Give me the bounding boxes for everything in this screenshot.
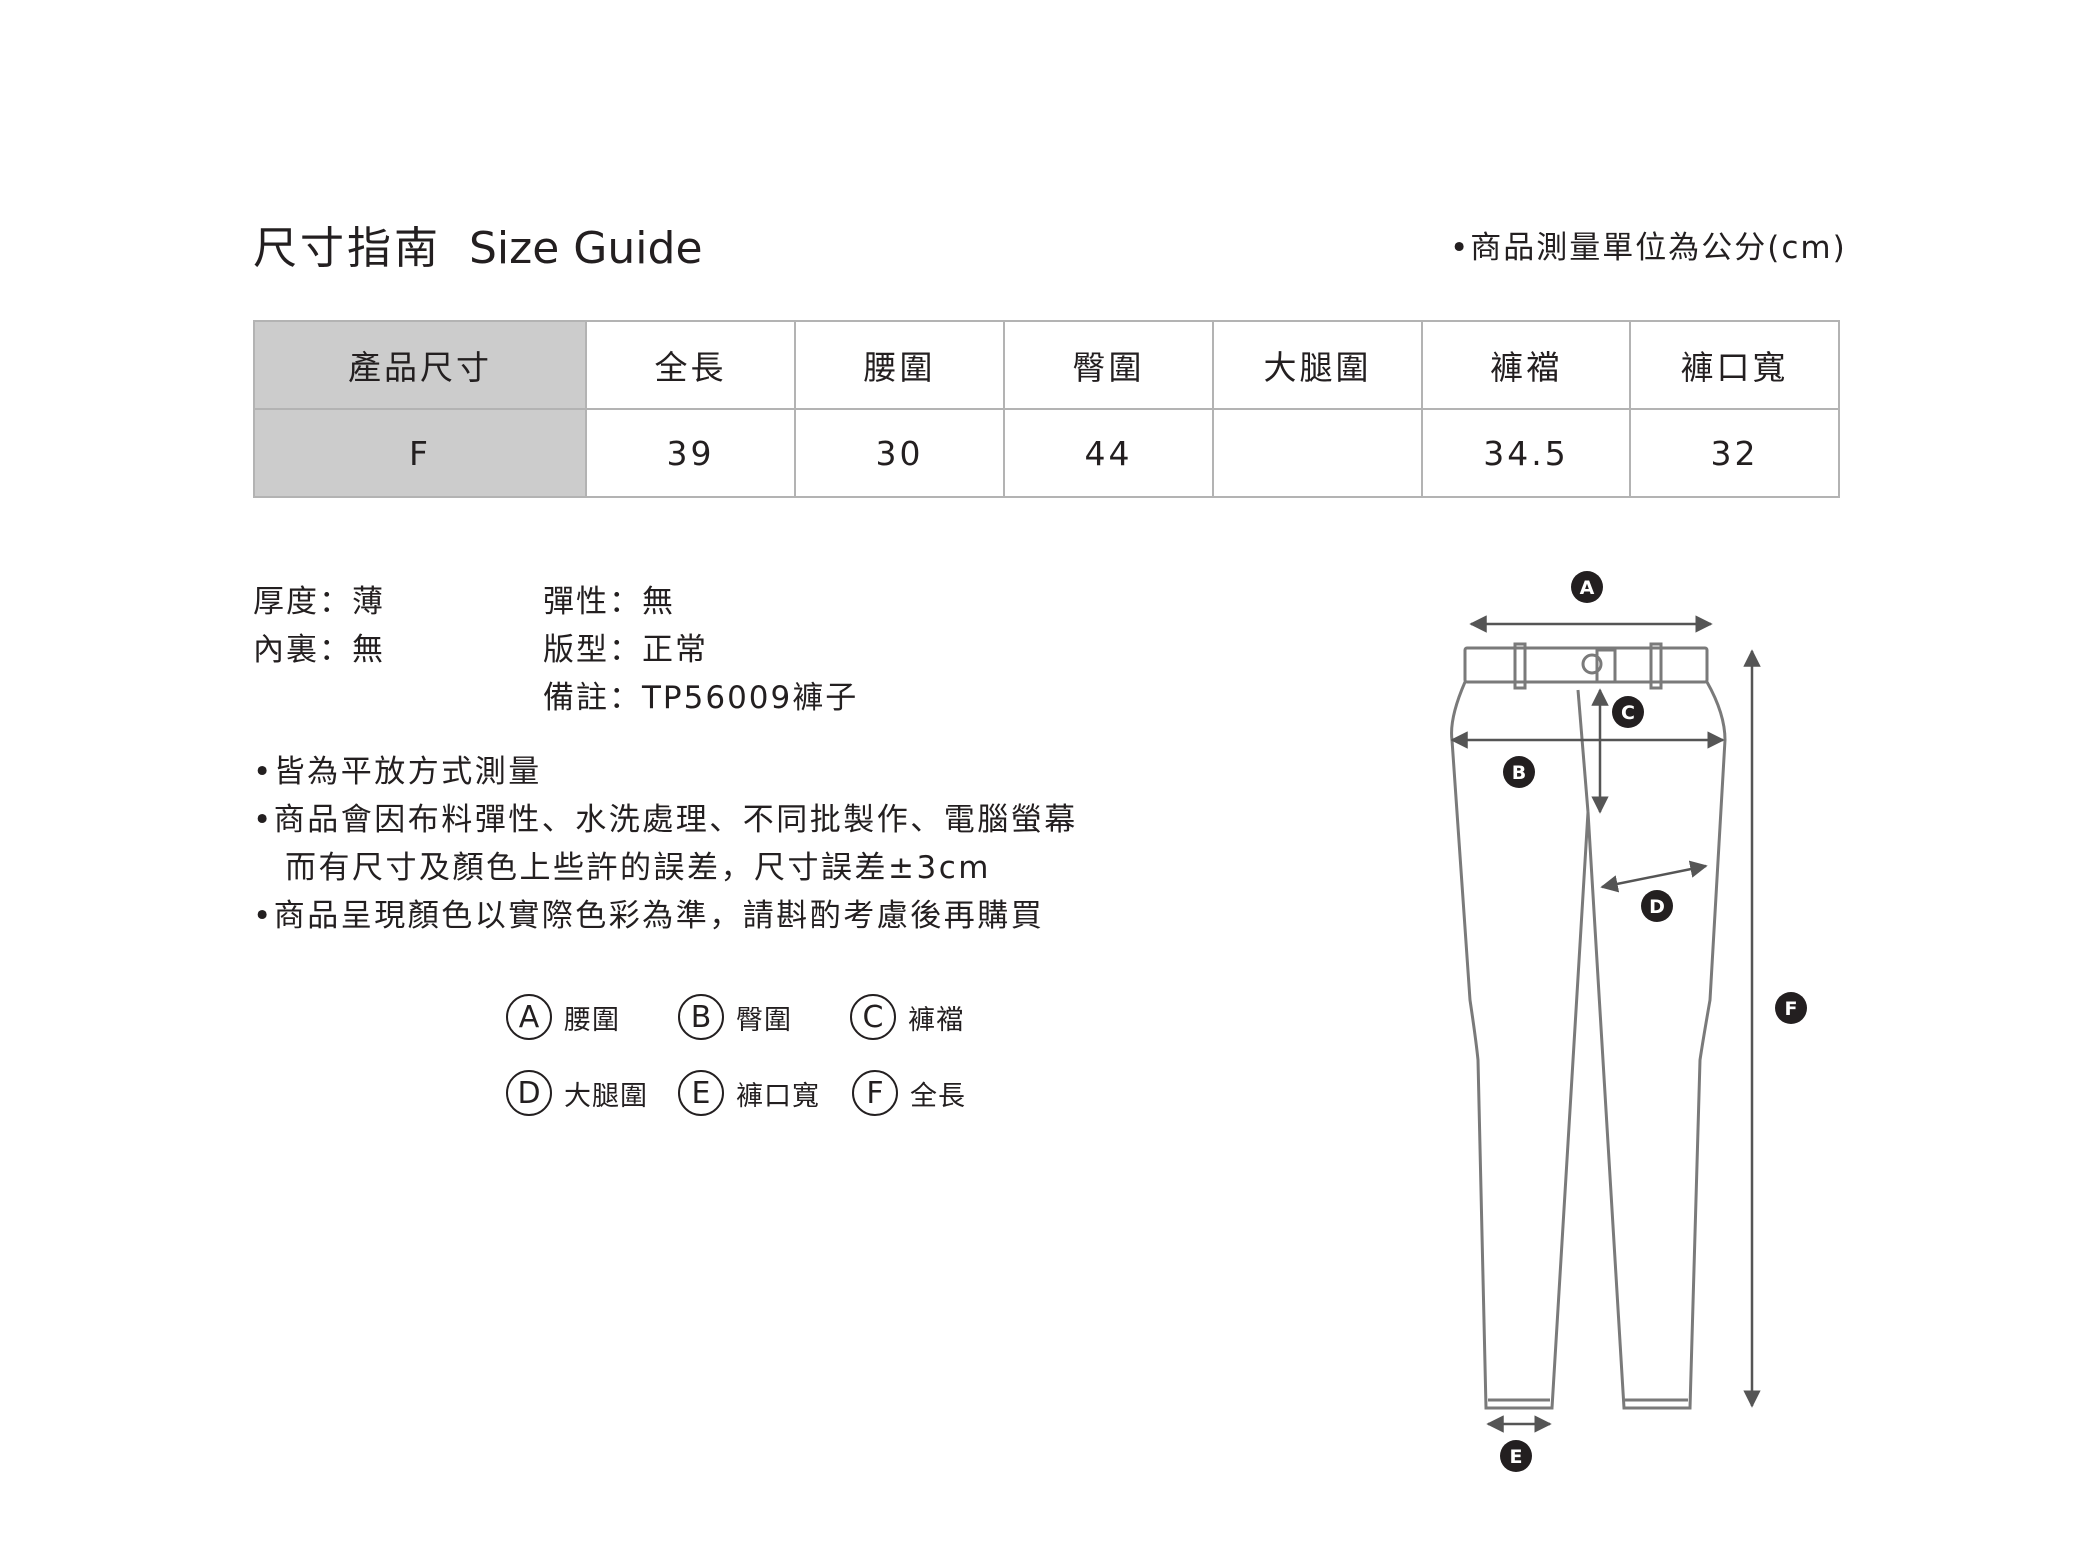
table-cell: 44 (1003, 408, 1214, 498)
legend-item-f: F 全長 (852, 1070, 966, 1116)
measurement-notes: •皆為平放方式測量 •商品會因布料彈性、水洗處理、不同批製作、電腦螢幕 而有尺寸… (253, 748, 1078, 940)
attr-thickness: 厚度：薄 (253, 584, 385, 620)
note-line: •商品呈現顏色以實際色彩為準，請斟酌考慮後再購買 (253, 898, 1045, 934)
legend-label: 褲襠 (908, 1004, 964, 1036)
table-cell: 30 (794, 408, 1005, 498)
legend-marker: A (506, 994, 552, 1040)
table-cell: 32 (1629, 408, 1840, 498)
table-cell: F (253, 408, 587, 498)
marker-f-label: F (1785, 998, 1798, 1020)
note-line: •商品會因布料彈性、水洗處理、不同批製作、電腦螢幕 (253, 802, 1078, 838)
table-header-cell: 腰圍 (794, 320, 1005, 410)
table-header-cell: 臀圍 (1003, 320, 1214, 410)
marker-c: C (1612, 696, 1644, 728)
table-cell (1212, 408, 1423, 498)
legend-label: 腰圍 (564, 1004, 620, 1036)
fly-seam (1576, 689, 1590, 813)
size-table: 產品尺寸 全長 腰圍 臀圍 大腿圍 褲襠 褲口寬 F 39 30 44 34.5… (253, 320, 1840, 498)
attr-lining: 內裏：無 (253, 632, 385, 668)
marker-b: B (1503, 756, 1535, 788)
pants-outline (1450, 642, 1727, 1410)
legend-label: 臀圍 (736, 1004, 792, 1036)
legend-marker: E (678, 1070, 724, 1116)
note-line: •皆為平放方式測量 (253, 754, 542, 790)
legend-label: 褲口寬 (736, 1080, 820, 1112)
attr-elasticity: 彈性：無 (543, 584, 675, 620)
belt-loop-right (1649, 642, 1663, 690)
arrow-d (1600, 860, 1708, 893)
marker-a-label: A (1580, 577, 1595, 599)
table-header-cell: 大腿圍 (1212, 320, 1423, 410)
marker-c-label: C (1621, 702, 1635, 724)
marker-f: F (1775, 992, 1807, 1024)
legend-item-b: B 臀圍 (678, 994, 792, 1040)
legend-marker: D (506, 1070, 552, 1116)
waistband (1463, 646, 1709, 684)
attr-fit: 版型：正常 (543, 632, 708, 668)
marker-a: A (1571, 571, 1603, 603)
belt-loop-center (1595, 648, 1617, 684)
table-row: F 39 30 44 34.5 32 (253, 408, 1840, 498)
legend-marker: C (850, 994, 896, 1040)
diagram-markers: A B C D E F (1500, 571, 1807, 1472)
table-header-row: 產品尺寸 全長 腰圍 臀圍 大腿圍 褲襠 褲口寬 (253, 320, 1840, 410)
table-header-cell: 褲襠 (1421, 320, 1631, 410)
table-header-cell: 全長 (585, 320, 796, 410)
title-zh: 尺寸指南 (253, 223, 441, 274)
legend-marker: B (678, 994, 724, 1040)
marker-e-label: E (1510, 1446, 1523, 1468)
legend-item-d: D 大腿圍 (506, 1070, 648, 1116)
button-icon (1581, 653, 1603, 675)
marker-d: D (1641, 890, 1673, 922)
attributes-right: 彈性：無 版型：正常 備註：TP56009褲子 (543, 578, 858, 722)
measurement-arrows (1450, 615, 1761, 1433)
legend-marker: F (852, 1070, 898, 1116)
legend-item-c: C 褲襠 (850, 994, 964, 1040)
note-line: 而有尺寸及顏色上些許的誤差，尺寸誤差±3cm (285, 850, 991, 886)
unit-note: •商品測量單位為公分(cm) (1450, 230, 1847, 266)
table-cell: 34.5 (1421, 408, 1631, 498)
marker-d-label: D (1649, 896, 1665, 918)
title-en: Size Guide (469, 223, 703, 274)
legend-item-e: E 褲口寬 (678, 1070, 820, 1116)
table-header-cell: 產品尺寸 (253, 320, 587, 410)
table-cell: 39 (585, 408, 796, 498)
pants-legs (1450, 681, 1727, 1410)
page-title: 尺寸指南 Size Guide (253, 212, 703, 276)
table-header-cell: 褲口寬 (1629, 320, 1840, 410)
marker-e: E (1500, 1440, 1532, 1472)
belt-loop-left (1513, 642, 1527, 690)
marker-b-label: B (1512, 762, 1526, 784)
legend-label: 全長 (910, 1080, 966, 1112)
attributes-left: 厚度：薄 內裏：無 (253, 578, 385, 674)
legend-label: 大腿圍 (564, 1080, 648, 1112)
legend-item-a: A 腰圍 (506, 994, 620, 1040)
attr-remark: 備註：TP56009褲子 (543, 680, 859, 716)
